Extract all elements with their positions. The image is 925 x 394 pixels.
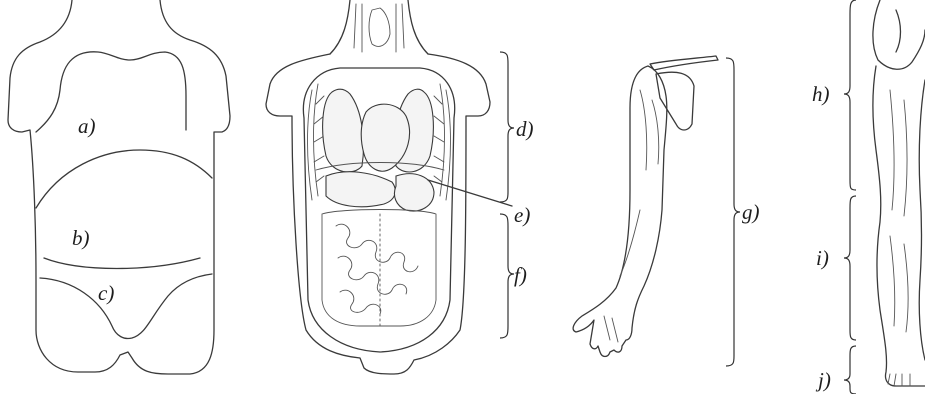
neck-muscles <box>354 4 404 52</box>
arm-muscle-lines <box>604 90 659 342</box>
small-intestine <box>336 224 418 314</box>
leg-outline <box>873 66 925 386</box>
liver <box>326 172 395 207</box>
region-c-outline <box>44 258 200 269</box>
label-c: c) <box>98 281 114 305</box>
label-f: f) <box>514 263 527 287</box>
brace-i <box>844 196 856 340</box>
arm-outline <box>573 66 667 357</box>
torso-outline <box>8 0 230 374</box>
region-c-lower <box>40 274 212 339</box>
label-b: b) <box>72 226 90 250</box>
clavicle <box>650 56 718 70</box>
lung-left <box>323 89 364 172</box>
label-h: h) <box>812 82 830 106</box>
torso-organs-figure: d) e) f) <box>266 0 534 374</box>
label-e: e) <box>514 203 530 227</box>
ribs-left <box>308 84 325 200</box>
brace-g <box>726 58 740 366</box>
region-b-outline <box>36 150 212 208</box>
label-a: a) <box>78 114 96 138</box>
brace-d <box>500 52 514 202</box>
arm-figure: g) <box>573 56 759 366</box>
torso-regions-figure: a) b) c) <box>8 0 230 374</box>
leg-figure: h) i) j) <box>812 0 925 394</box>
brace-j <box>844 346 856 394</box>
label-j: j) <box>815 368 831 392</box>
leg-muscle-lines <box>888 90 910 386</box>
pelvis <box>873 0 925 69</box>
label-g: g) <box>742 200 760 224</box>
large-intestine <box>322 210 436 327</box>
brace-h <box>844 0 856 190</box>
stomach <box>394 174 434 211</box>
label-i: i) <box>816 246 829 270</box>
region-a-outline <box>36 52 186 132</box>
brace-f <box>500 214 514 338</box>
label-d: d) <box>516 117 534 141</box>
